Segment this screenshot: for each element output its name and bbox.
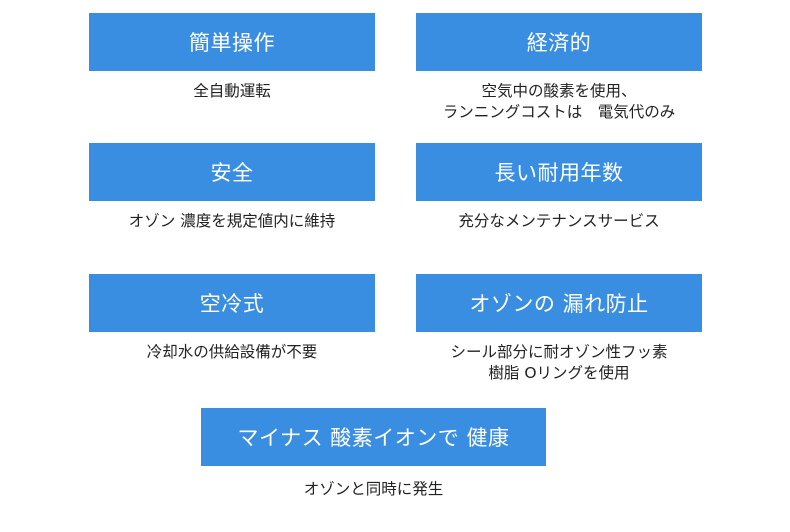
feature-title: 簡単操作 (89, 13, 375, 71)
feature-description: オゾン 濃度を規定値内に維持 (128, 212, 336, 230)
feature-description: シール部分に耐オゾン性フッ素 樹脂 Oリングを使用 (450, 343, 668, 382)
feature-description: 冷却水の供給設備が不要 (146, 343, 318, 361)
feature-card-economical: 経済的 空気中の酸素を使用、 ランニングコストは 電気代のみ (416, 13, 702, 123)
feature-card-safety: 安全 オゾン 濃度を規定値内に維持 (89, 143, 375, 232)
feature-title: オゾンの 漏れ防止 (416, 274, 702, 332)
feature-card-negative-ion-health: マイナス 酸素イオンで 健康 オゾンと同時に発生 (201, 408, 546, 500)
feature-description: 空気中の酸素を使用、 ランニングコストは 電気代のみ (442, 82, 676, 121)
feature-card-ozone-leak-prevention: オゾンの 漏れ防止 シール部分に耐オゾン性フッ素 樹脂 Oリングを使用 (416, 274, 702, 384)
feature-title: 長い耐用年数 (416, 143, 702, 201)
feature-card-easy-operation: 簡単操作 全自動運転 (89, 13, 375, 102)
feature-title: 空冷式 (89, 274, 375, 332)
feature-description: 充分なメンテナンスサービス (458, 212, 660, 230)
feature-title: 安全 (89, 143, 375, 201)
feature-description: 全自動運転 (193, 82, 271, 100)
feature-card-air-cooled: 空冷式 冷却水の供給設備が不要 (89, 274, 375, 363)
feature-title: マイナス 酸素イオンで 健康 (201, 408, 546, 466)
feature-description: オゾンと同時に発生 (303, 480, 444, 498)
feature-title: 経済的 (416, 13, 702, 71)
feature-card-long-service-life: 長い耐用年数 充分なメンテナンスサービス (416, 143, 702, 232)
